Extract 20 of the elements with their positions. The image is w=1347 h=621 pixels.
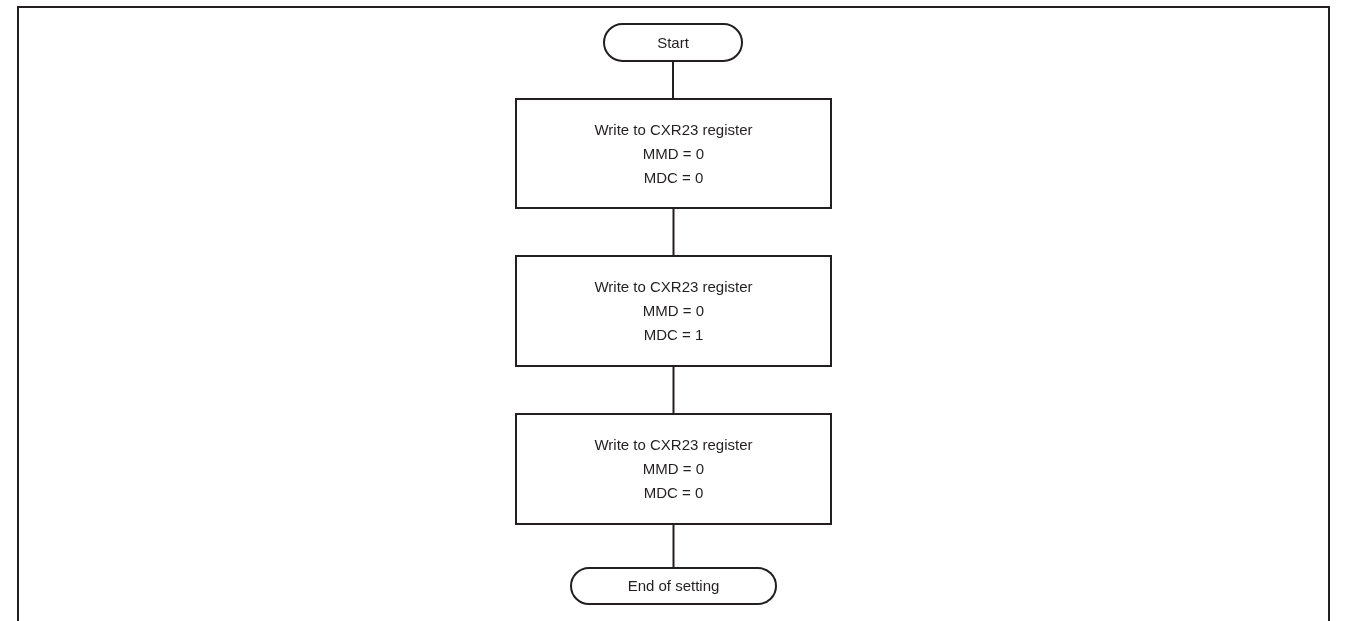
connector-line: [672, 524, 675, 568]
node-text: End of setting: [627, 576, 720, 596]
node-text: Write to CXR23 register: [594, 119, 753, 140]
connector-line: [672, 61, 674, 99]
terminal-pill: [570, 567, 777, 605]
terminal-pill: [603, 23, 743, 62]
process-box: [515, 255, 832, 367]
node-text: MMD = 0: [642, 459, 705, 479]
connector-line: [672, 366, 675, 414]
node-text: MMD = 0: [642, 143, 705, 164]
node-text: Write to CXR23 register: [594, 277, 753, 297]
node-text: MDC = 0: [643, 483, 704, 503]
node-text: MMD = 0: [642, 301, 705, 321]
process-box: [515, 413, 832, 525]
process-box: [515, 98, 832, 209]
node-text: Write to CXR23 register: [594, 435, 753, 455]
node-text: MDC = 1: [643, 325, 704, 345]
connector-line: [672, 208, 675, 256]
node-text: MDC = 0: [643, 167, 704, 188]
node-text: Start: [657, 32, 689, 53]
